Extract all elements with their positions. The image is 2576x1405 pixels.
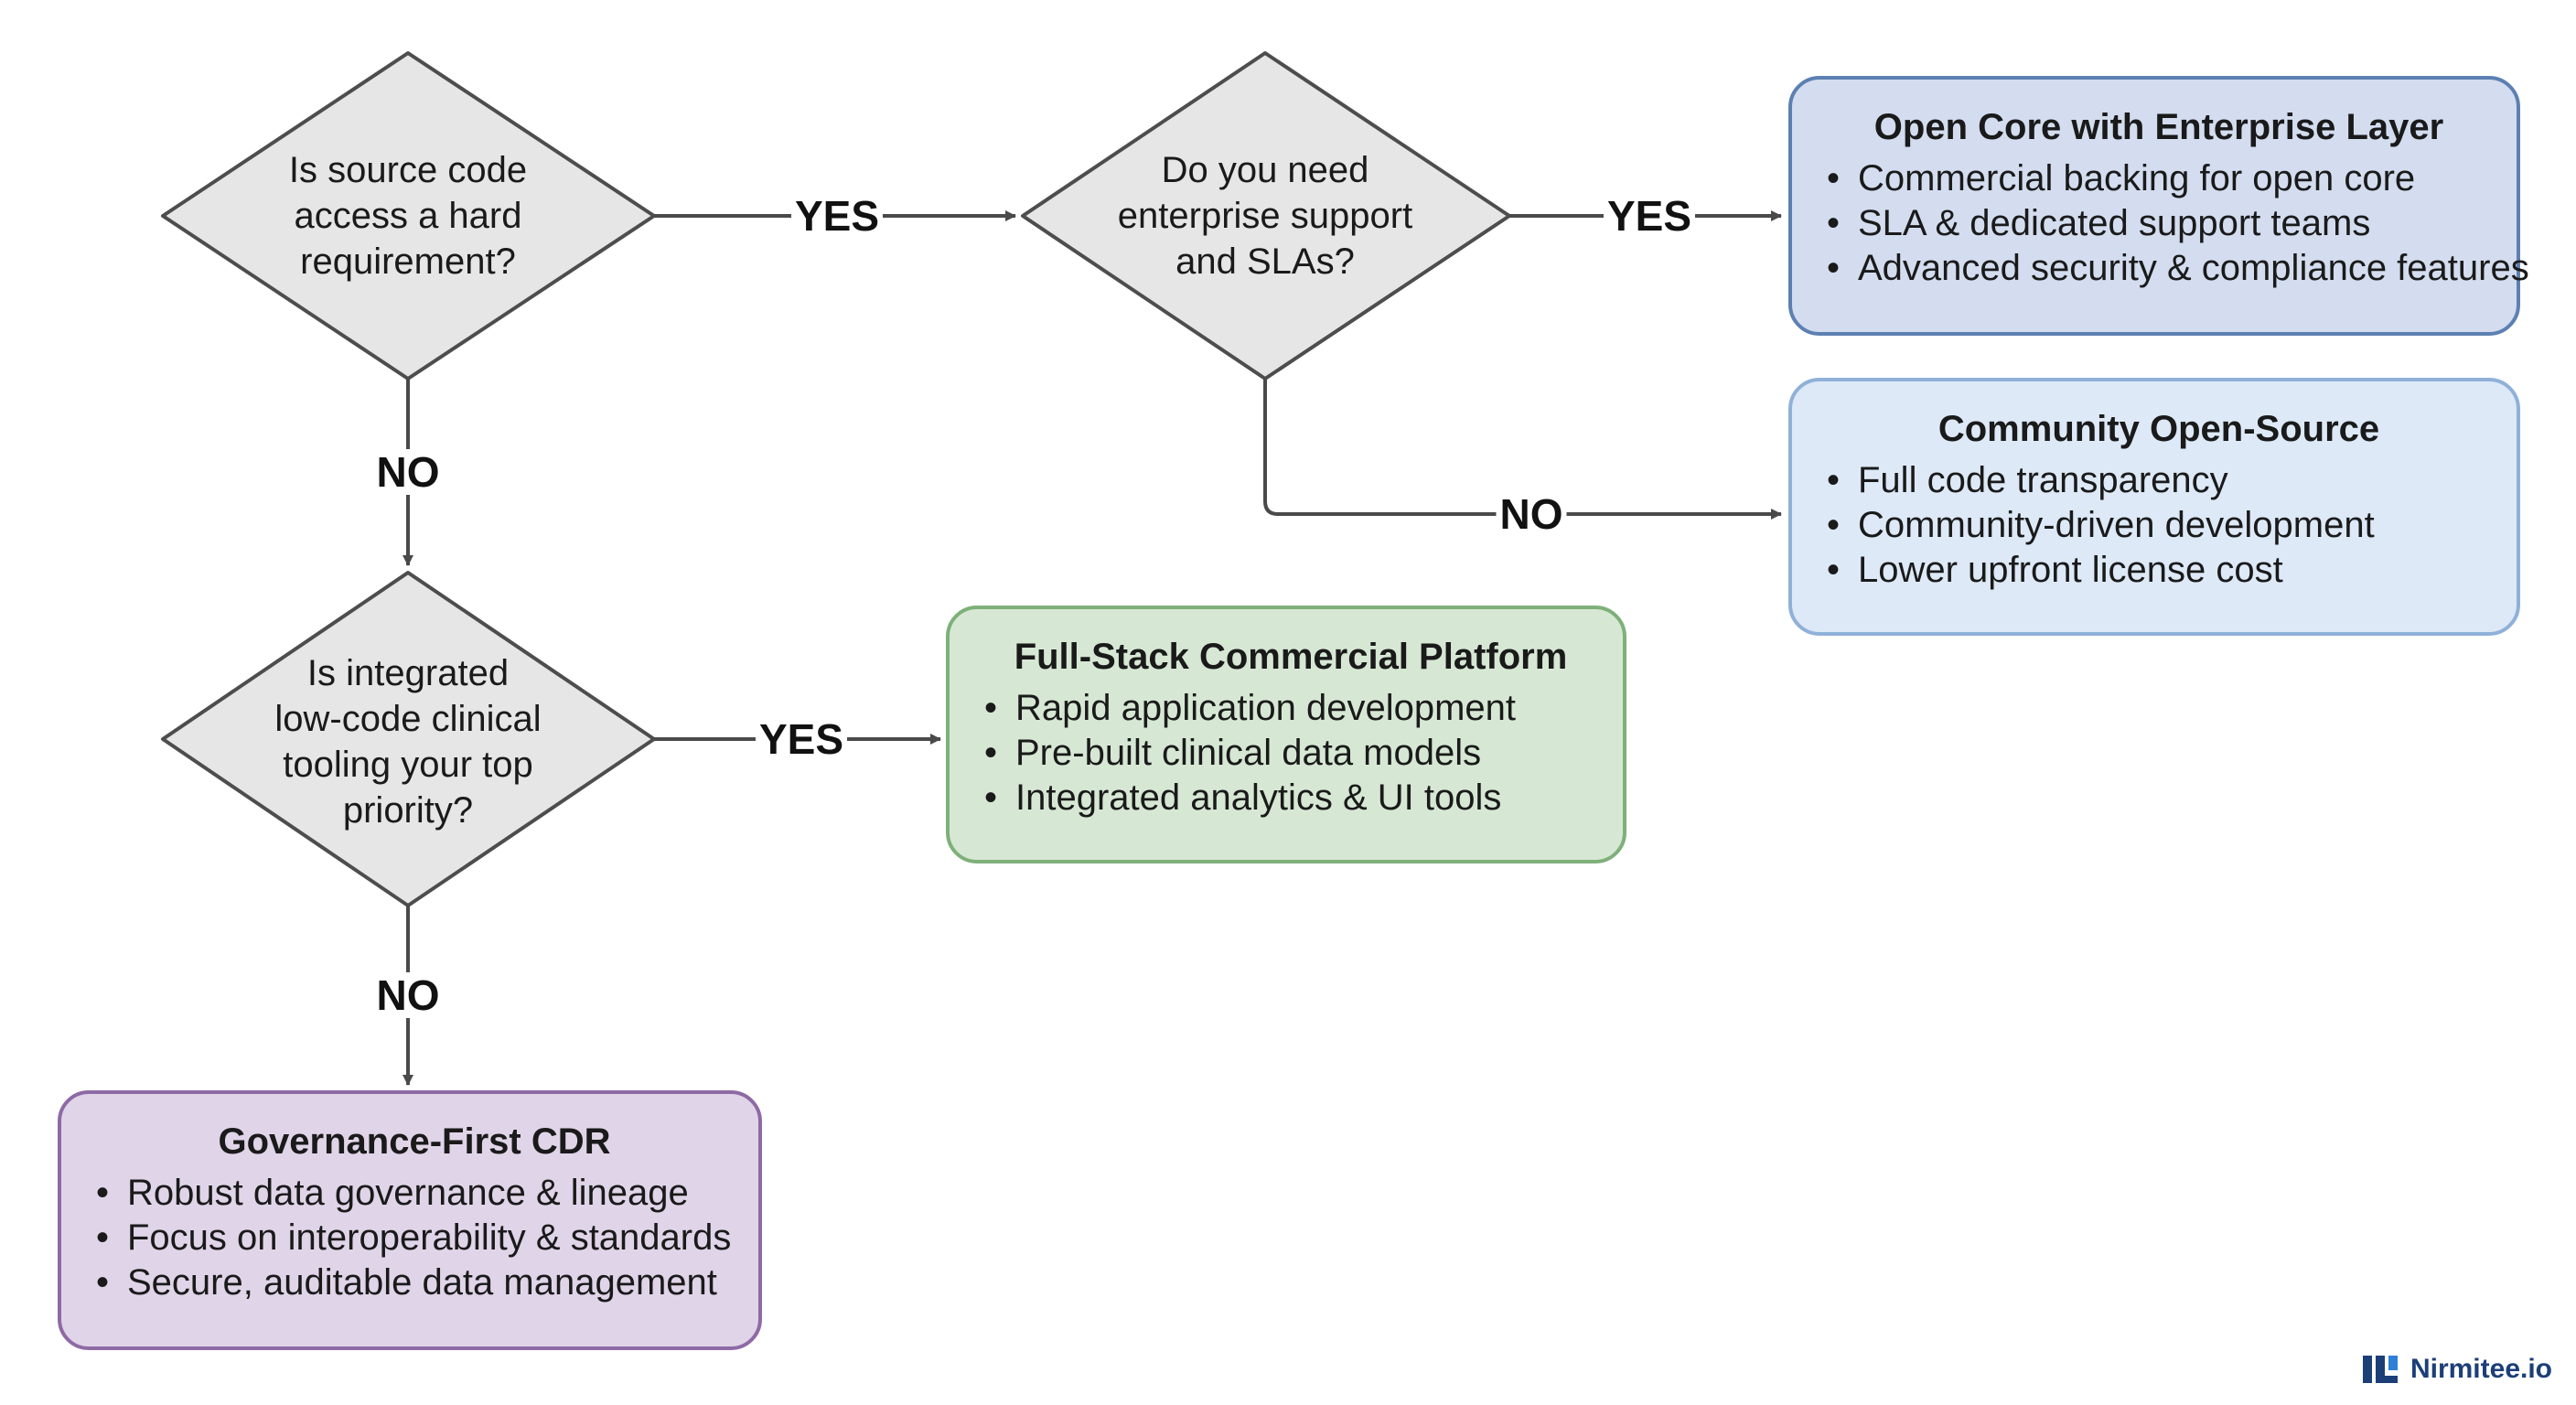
- edge-label-d3-yes: YES: [755, 716, 848, 762]
- feature-item: Commercial backing for open core: [1823, 156, 2495, 201]
- outcome-full-stack-commercial: Full-Stack Commercial Platform Rapid app…: [946, 606, 1626, 863]
- outcome-title: Community Open-Source: [1937, 409, 2380, 449]
- feature-item: Pre-built clinical data models: [981, 731, 1601, 776]
- outcome-title: Governance-First CDR: [218, 1121, 611, 1162]
- decision-label: Is integrated low-code clinical tooling …: [274, 653, 542, 831]
- feature-item: SLA & dedicated support teams: [1823, 201, 2495, 246]
- outcome-governance-first-cdr: Governance-First CDR Robust data governa…: [58, 1090, 762, 1350]
- decision-text-enterprise-support: Do you need enterprise support and SLAs?: [1082, 128, 1448, 304]
- outcome-feature-list: Full code transparency Community-driven …: [1823, 458, 2495, 593]
- connector-d2-no: [1263, 379, 1782, 520]
- outcome-open-core: Open Core with Enterprise Layer Commerci…: [1788, 76, 2529, 336]
- edge-label-d1-yes: YES: [790, 193, 884, 239]
- decision-label: Is source code access a hard requirement…: [288, 150, 528, 282]
- feature-item: Secure, auditable data management: [92, 1260, 736, 1305]
- edge-label-d1-no: NO: [372, 449, 444, 495]
- brand-watermark: Nirmitee.io: [2362, 1354, 2552, 1385]
- outcome-title: Open Core with Enterprise Layer: [1873, 107, 2444, 147]
- feature-item: Integrated analytics & UI tools: [981, 776, 1601, 820]
- decision-text-source-code: Is source code access a hard requirement…: [225, 128, 591, 304]
- outcome-feature-list: Robust data governance & lineage Focus o…: [92, 1171, 736, 1305]
- outcome-feature-list: Commercial backing for open core SLA & d…: [1823, 156, 2529, 291]
- outcome-feature-list: Rapid application development Pre-built …: [981, 686, 1601, 820]
- feature-item: Robust data governance & lineage: [92, 1171, 736, 1216]
- decision-text-low-code: Is integrated low-code clinical tooling …: [225, 646, 591, 838]
- brand-name: Nirmitee.io: [2410, 1354, 2552, 1384]
- feature-item: Full code transparency: [1823, 458, 2495, 503]
- feature-item: Advanced security & compliance features: [1823, 246, 2529, 291]
- feature-item: Rapid application development: [981, 686, 1601, 731]
- feature-item: Lower upfront license cost: [1823, 548, 2495, 593]
- edge-label-d2-no: NO: [1496, 491, 1567, 537]
- outcome-title: Full-Stack Commercial Platform: [1014, 637, 1568, 677]
- nirmitee-logo-icon: [2362, 1356, 2398, 1383]
- edge-label-d3-no: NO: [372, 972, 444, 1018]
- feature-item: Community-driven development: [1823, 503, 2495, 548]
- feature-item: Focus on interoperability & standards: [92, 1216, 736, 1260]
- decision-label: Do you need enterprise support and SLAs?: [1117, 150, 1413, 282]
- outcome-community-open-source: Community Open-Source Full code transpar…: [1788, 378, 2520, 636]
- edge-label-d2-yes: YES: [1603, 193, 1696, 239]
